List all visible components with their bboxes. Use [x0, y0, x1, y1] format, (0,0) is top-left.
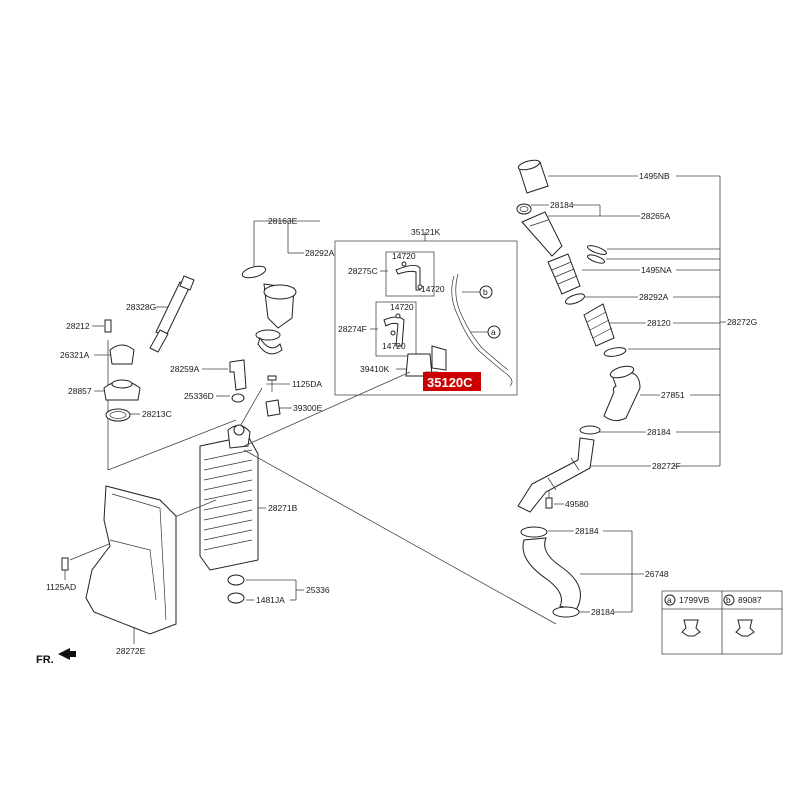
label-1125ad: 1125AD — [46, 582, 76, 592]
legend-a-part: 1799VB — [679, 595, 710, 605]
label-28292a-right: 28292A — [639, 292, 669, 302]
label-1495na: 1495NA — [641, 265, 672, 275]
label-49580: 49580 — [565, 499, 589, 509]
label-28272e: 28272E — [116, 646, 146, 656]
callout-b: b — [483, 287, 488, 297]
label-39410k: 39410K — [360, 364, 390, 374]
label-28163e: 28163E — [268, 216, 298, 226]
upper-duct — [241, 220, 320, 355]
direction-arrow-icon — [58, 648, 76, 660]
label-28292a-left: 28292A — [305, 248, 335, 258]
label-14720-a: 14720 — [392, 251, 416, 261]
legend-b-part: 89087 — [738, 595, 762, 605]
label-28274f: 28274F — [338, 324, 367, 334]
sensor-hose-box — [334, 232, 518, 396]
part-labels: 1495NB 28184 28265A 1495NA 28292A 28272G… — [46, 171, 757, 656]
label-28259a: 28259A — [170, 364, 200, 374]
highlight-part-number[interactable]: 35120C — [427, 375, 473, 390]
highlighted-part[interactable]: 35120C — [423, 372, 481, 391]
label-1125da: 1125DA — [292, 379, 322, 389]
label-26748: 26748 — [645, 569, 669, 579]
label-28265a: 28265A — [641, 211, 671, 221]
legend-b-letter: b — [726, 595, 731, 605]
label-26321a: 26321A — [60, 350, 90, 360]
legend: a 1799VB b 89087 — [661, 590, 783, 655]
label-28328g: 28328G — [126, 302, 156, 312]
center-sensors — [202, 359, 292, 431]
direction-label: FR. — [36, 654, 54, 666]
label-28184-low1: 28184 — [575, 526, 599, 536]
lower-parts — [61, 485, 304, 644]
callout-a: a — [491, 327, 496, 337]
label-25336: 25336 — [306, 585, 330, 595]
right-leader-lines — [531, 175, 726, 613]
intercooler — [69, 371, 557, 625]
label-28271b: 28271B — [268, 503, 298, 513]
label-14720-d: 14720 — [382, 341, 406, 351]
clip-a-icon — [681, 619, 701, 637]
right-parts — [516, 159, 641, 618]
label-14720-c: 14720 — [390, 302, 414, 312]
legend-a-letter: a — [667, 595, 672, 605]
left-actuator — [92, 275, 237, 471]
label-28857: 28857 — [68, 386, 92, 396]
label-28272g: 28272G — [727, 317, 757, 327]
label-28120: 28120 — [647, 318, 671, 328]
label-27851: 27851 — [661, 390, 685, 400]
label-28272f: 28272F — [652, 461, 681, 471]
label-1495nb: 1495NB — [639, 171, 670, 181]
label-28213c: 28213C — [142, 409, 172, 419]
callouts: b a — [479, 285, 501, 339]
label-28184-mid: 28184 — [647, 427, 671, 437]
highlight-box — [423, 372, 481, 391]
front-direction-indicator: FR. — [36, 648, 76, 666]
clip-b-icon — [735, 619, 755, 637]
label-1481ja: 1481JA — [256, 595, 285, 605]
label-25336d: 25336D — [184, 391, 214, 401]
label-14720-b: 14720 — [421, 284, 445, 294]
label-28275c: 28275C — [348, 266, 378, 276]
label-28184-low2: 28184 — [591, 607, 615, 617]
label-28184-top: 28184 — [550, 200, 574, 210]
label-35121k: 35121K — [411, 227, 441, 237]
label-28212: 28212 — [66, 321, 90, 331]
label-39300e: 39300E — [293, 403, 323, 413]
